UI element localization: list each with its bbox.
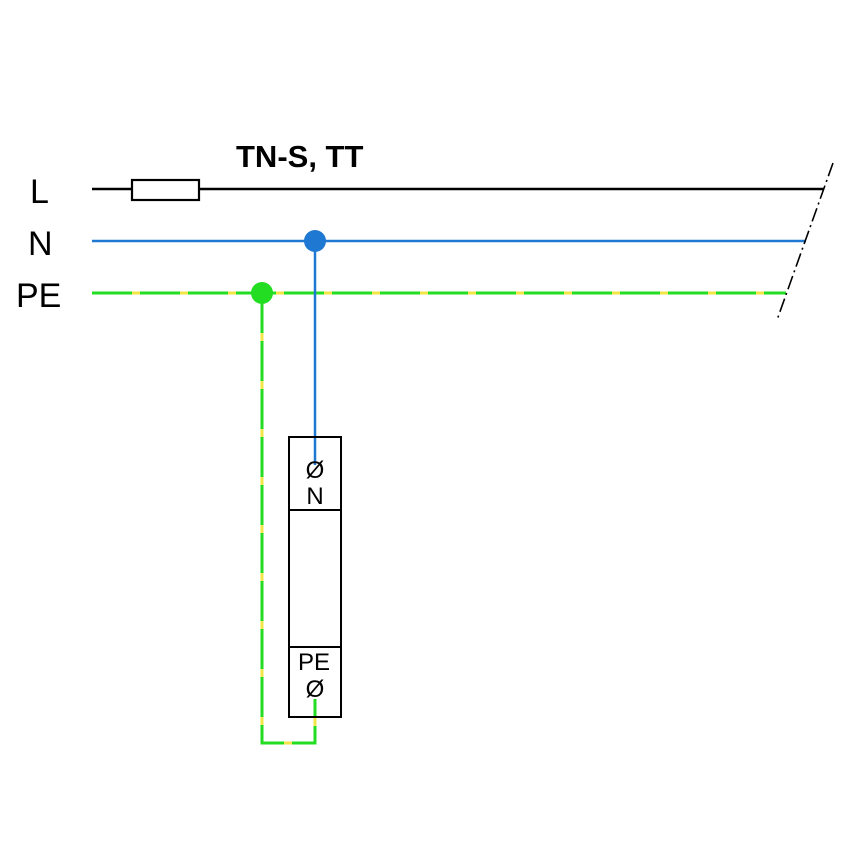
bottom-terminal-label: PE [298,649,330,676]
label-pe: PE [16,277,61,315]
label-n: N [28,225,53,263]
device-module [288,436,342,718]
break-line [776,162,834,321]
top-terminal-label: N [306,483,323,510]
label-l: L [30,173,49,211]
top-terminal-screw-icon: Ø [306,457,325,484]
pe-drop-wire [260,293,317,745]
bottom-terminal-screw-icon: Ø [306,676,325,703]
pe-junction-dot [251,282,273,304]
diagram-title: TN-S, TT [236,139,363,174]
n-junction-dot [304,230,326,252]
fuse-symbol [130,178,201,202]
